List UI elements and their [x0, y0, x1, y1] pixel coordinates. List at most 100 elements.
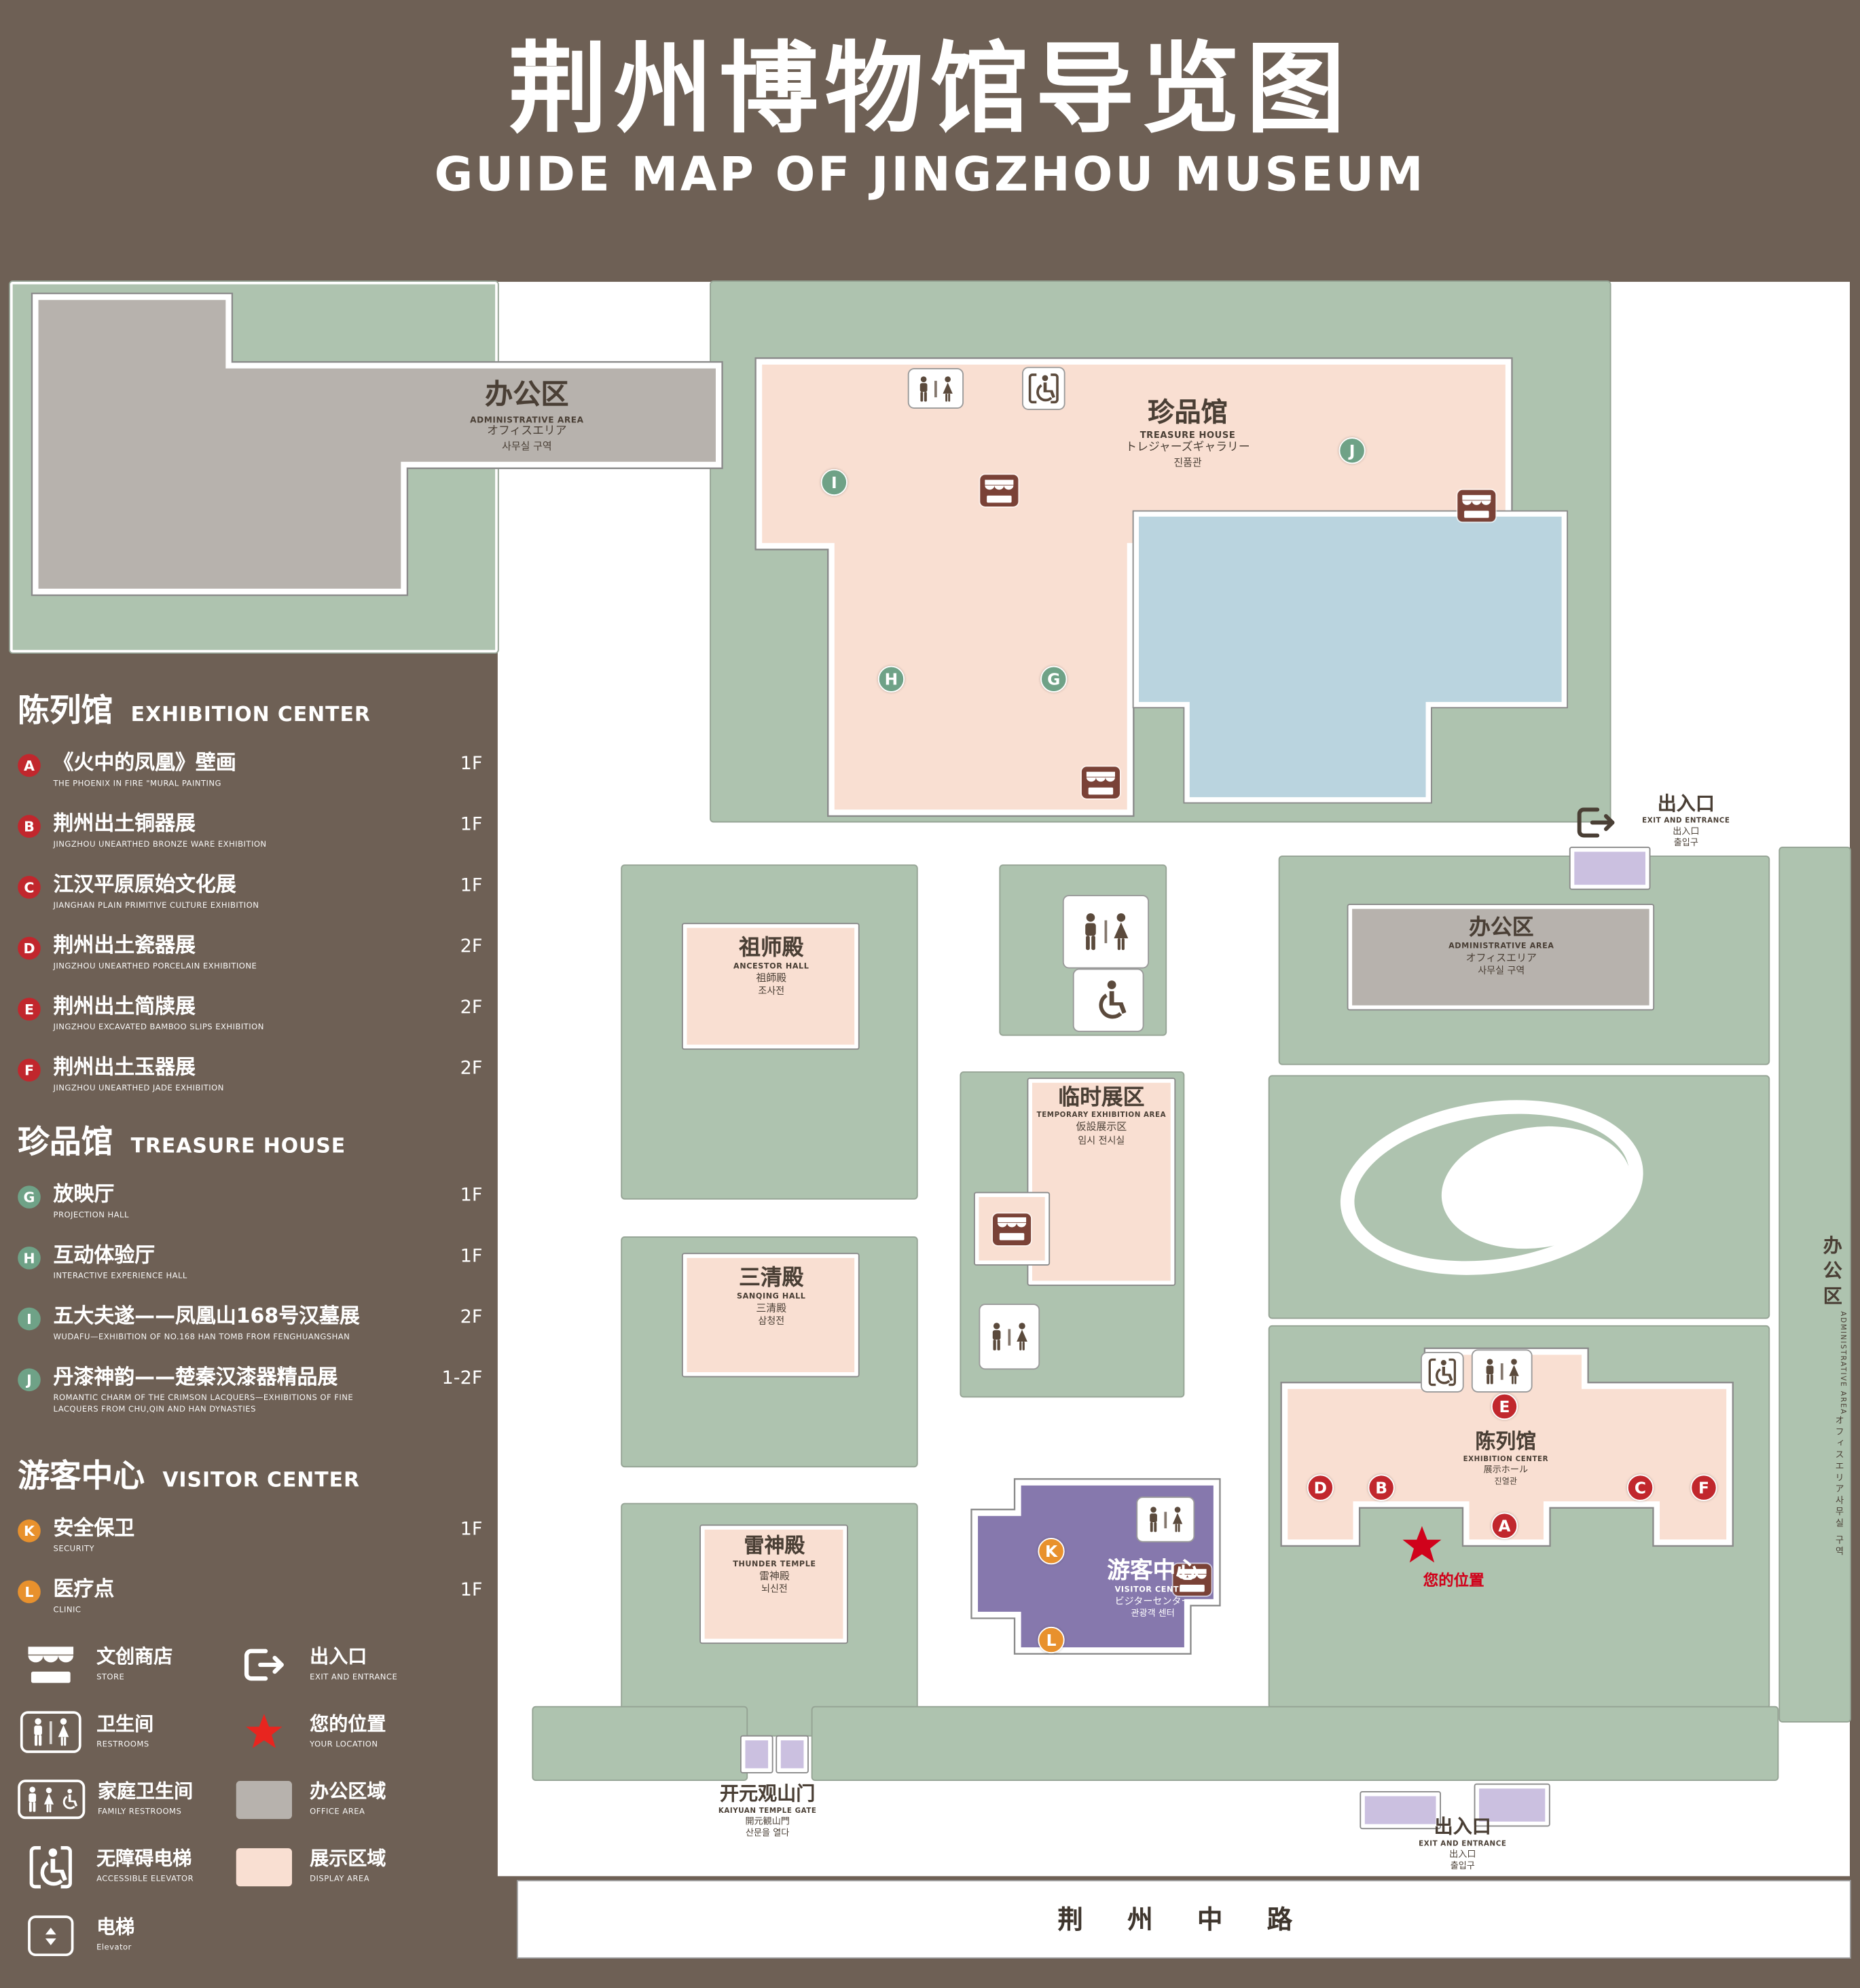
road: 荆 州 中 路 — [517, 1881, 1850, 1957]
treasure-house-label: 珍品馆 TREASURE HOUSE トレジャーズギャラリー 진품관 — [1076, 396, 1298, 470]
gate-jp: 開元観山門 — [745, 1816, 790, 1826]
symbol-en: STORE — [96, 1672, 125, 1682]
map-marker-a: A — [1491, 1512, 1518, 1539]
item-zh: 荆州出土玉器展 — [53, 1054, 196, 1080]
map-marker-d: D — [1307, 1474, 1334, 1501]
marker-badge-a: A — [18, 754, 41, 777]
exhibition-zh: 陈列馆 — [1475, 1429, 1537, 1454]
symbol-en: FAMILY RESTROOMS — [97, 1807, 182, 1816]
item-en: SECURITY — [53, 1545, 95, 1554]
thunder-jp: 雷神殿 — [759, 1569, 790, 1581]
legend-section-treasure-house: 珍品馆 TREASURE HOUSE — [18, 1117, 490, 1162]
thunder-zh: 雷神殿 — [744, 1533, 805, 1558]
admin-nw-kr: 사무실 구역 — [502, 440, 552, 452]
restrooms-icon — [1137, 1498, 1194, 1541]
admin-nw-label: 办公区 ADMINISTRATIVE AREA オフィスエリア 사무실 구역 — [419, 378, 635, 454]
section-title-zh: 珍品馆 — [18, 1123, 113, 1160]
marker-badge-k: K — [18, 1519, 41, 1543]
temporary-exhibition-label: 临时展区 TEMPORARY EXHIBITION AREA 仮設展示区 임시 … — [1016, 1084, 1187, 1147]
gate-label: 开元观山门 KAIYUAN TEMPLE GATE 開元観山門 산문을 열다 — [688, 1782, 847, 1839]
item-floor: 1F — [460, 754, 483, 775]
item-floor: 2F — [460, 1307, 483, 1328]
item-zh: 互动体验厅 — [53, 1242, 156, 1267]
temp-jp: 仮設展示区 — [1076, 1121, 1127, 1133]
visitor-zh: 游客中心 — [1107, 1557, 1199, 1585]
exit-east-en: EXIT AND ENTRANCE — [1642, 817, 1730, 825]
item-en: JINGZHOU UNEARTHED BRONZE WARE EXHIBITIO… — [53, 840, 267, 849]
admin-mid-kr: 사무실 구역 — [1478, 965, 1525, 977]
marker-badge-f: F — [18, 1059, 41, 1082]
exit-south-zh: 出入口 — [1434, 1815, 1491, 1839]
marker-badge-j: J — [18, 1368, 41, 1392]
store-icon — [1173, 1564, 1211, 1596]
map-marker-l: L — [1038, 1626, 1065, 1654]
ancestor-zh: 祖师殿 — [739, 935, 804, 961]
exit-icon — [1574, 805, 1618, 840]
item-en: JINGZHOU EXCAVATED BAMBOO SLIPS EXHIBITI… — [53, 1023, 264, 1032]
visitor-center-label: 游客中心 VISITOR CENTER ビジターセンター 관광객 센터 — [1070, 1556, 1235, 1620]
symbol-zh: 出入口 — [310, 1644, 367, 1668]
exit-east-zh: 出入口 — [1657, 792, 1715, 815]
store-icon — [1081, 767, 1120, 798]
marker-badge-i: I — [18, 1307, 41, 1331]
map-marker-e: E — [1491, 1393, 1518, 1420]
item-zh: 江汉平原原始文化展 — [53, 872, 236, 896]
your-location-star-icon — [1402, 1526, 1442, 1563]
item-floor: 1F — [460, 876, 483, 896]
map-marker-j: J — [1338, 437, 1366, 464]
ancestor-jp: 祖師殿 — [756, 972, 787, 984]
item-zh: 荆州出土简牍展 — [53, 993, 196, 1018]
item-zh: 放映厅 — [53, 1181, 115, 1207]
marker-badge-g: G — [18, 1185, 41, 1209]
lawn-zone-bottom-left — [533, 1707, 747, 1780]
map-marker-f: F — [1690, 1474, 1717, 1501]
item-en: CLINIC — [53, 1605, 81, 1615]
admin-mid-label: 办公区 ADMINISTRATIVE AREA オフィスエリア 사무실 구역 — [1384, 914, 1619, 978]
restrooms-icon — [909, 369, 963, 408]
admin-nw-jp: オフィスエリア — [487, 425, 567, 439]
admin-east-en: ADMINISTRATIVE AREA — [1838, 1311, 1846, 1416]
item-en: WUDAFU—EXHIBITION OF NO.168 HAN TOMB FRO… — [53, 1332, 350, 1342]
accessible-restroom-icon — [1074, 970, 1143, 1031]
exhibition-center-label: 陈列馆 EXHIBITION CENTER 展示ホール 진열관 — [1425, 1429, 1587, 1487]
family-restrooms-icon — [18, 1780, 86, 1820]
lawn-zone-bottom-right — [812, 1707, 1778, 1780]
page-title-zh: 荆州博物馆导览图 — [508, 33, 1352, 147]
sanqing-hall-label: 三清殿 SANQING HALL 三清殿 삼청전 — [692, 1264, 851, 1328]
admin-mid-zh: 办公区 — [1469, 915, 1534, 941]
sanqing-zh: 三清殿 — [739, 1265, 804, 1291]
exit-south-kr: 출입구 — [1450, 1860, 1475, 1871]
ancestor-hall-label: 祖师殿 ANCESTOR HALL 祖師殿 조사전 — [692, 934, 851, 998]
symbol-en: DISPLAY AREA — [310, 1875, 370, 1884]
treasure-jp: トレジャーズギャラリー — [1125, 442, 1250, 456]
map-marker-k: K — [1038, 1538, 1065, 1565]
sanqing-hall-building — [682, 1254, 858, 1376]
ancestor-en: ANCESTOR HALL — [733, 962, 809, 972]
item-en: JIANGHAN PLAIN PRIMITIVE CULTURE EXHIBIT… — [53, 901, 259, 910]
item-floor: 2F — [460, 997, 483, 1018]
symbol-zh: 无障碍电梯 — [96, 1847, 192, 1871]
symbol-en: ACCESSIBLE ELEVATOR — [96, 1875, 194, 1884]
gate-zh: 开元观山门 — [720, 1782, 816, 1805]
symbol-en: YOUR LOCATION — [310, 1740, 378, 1749]
section-title-zh: 游客中心 — [18, 1457, 145, 1494]
item-en: ROMANTIC CHARM OF THE CRIMSON LACQUERS—E… — [53, 1393, 354, 1415]
road-name: 荆 州 中 路 — [1057, 1904, 1311, 1935]
elevator-icon — [18, 1915, 84, 1957]
exit-icon — [231, 1646, 297, 1683]
sanqing-jp: 三清殿 — [756, 1302, 787, 1314]
marker-badge-c: C — [18, 876, 41, 899]
map-marker-i: I — [820, 468, 847, 496]
item-en: PROJECTION HALL — [53, 1211, 129, 1220]
